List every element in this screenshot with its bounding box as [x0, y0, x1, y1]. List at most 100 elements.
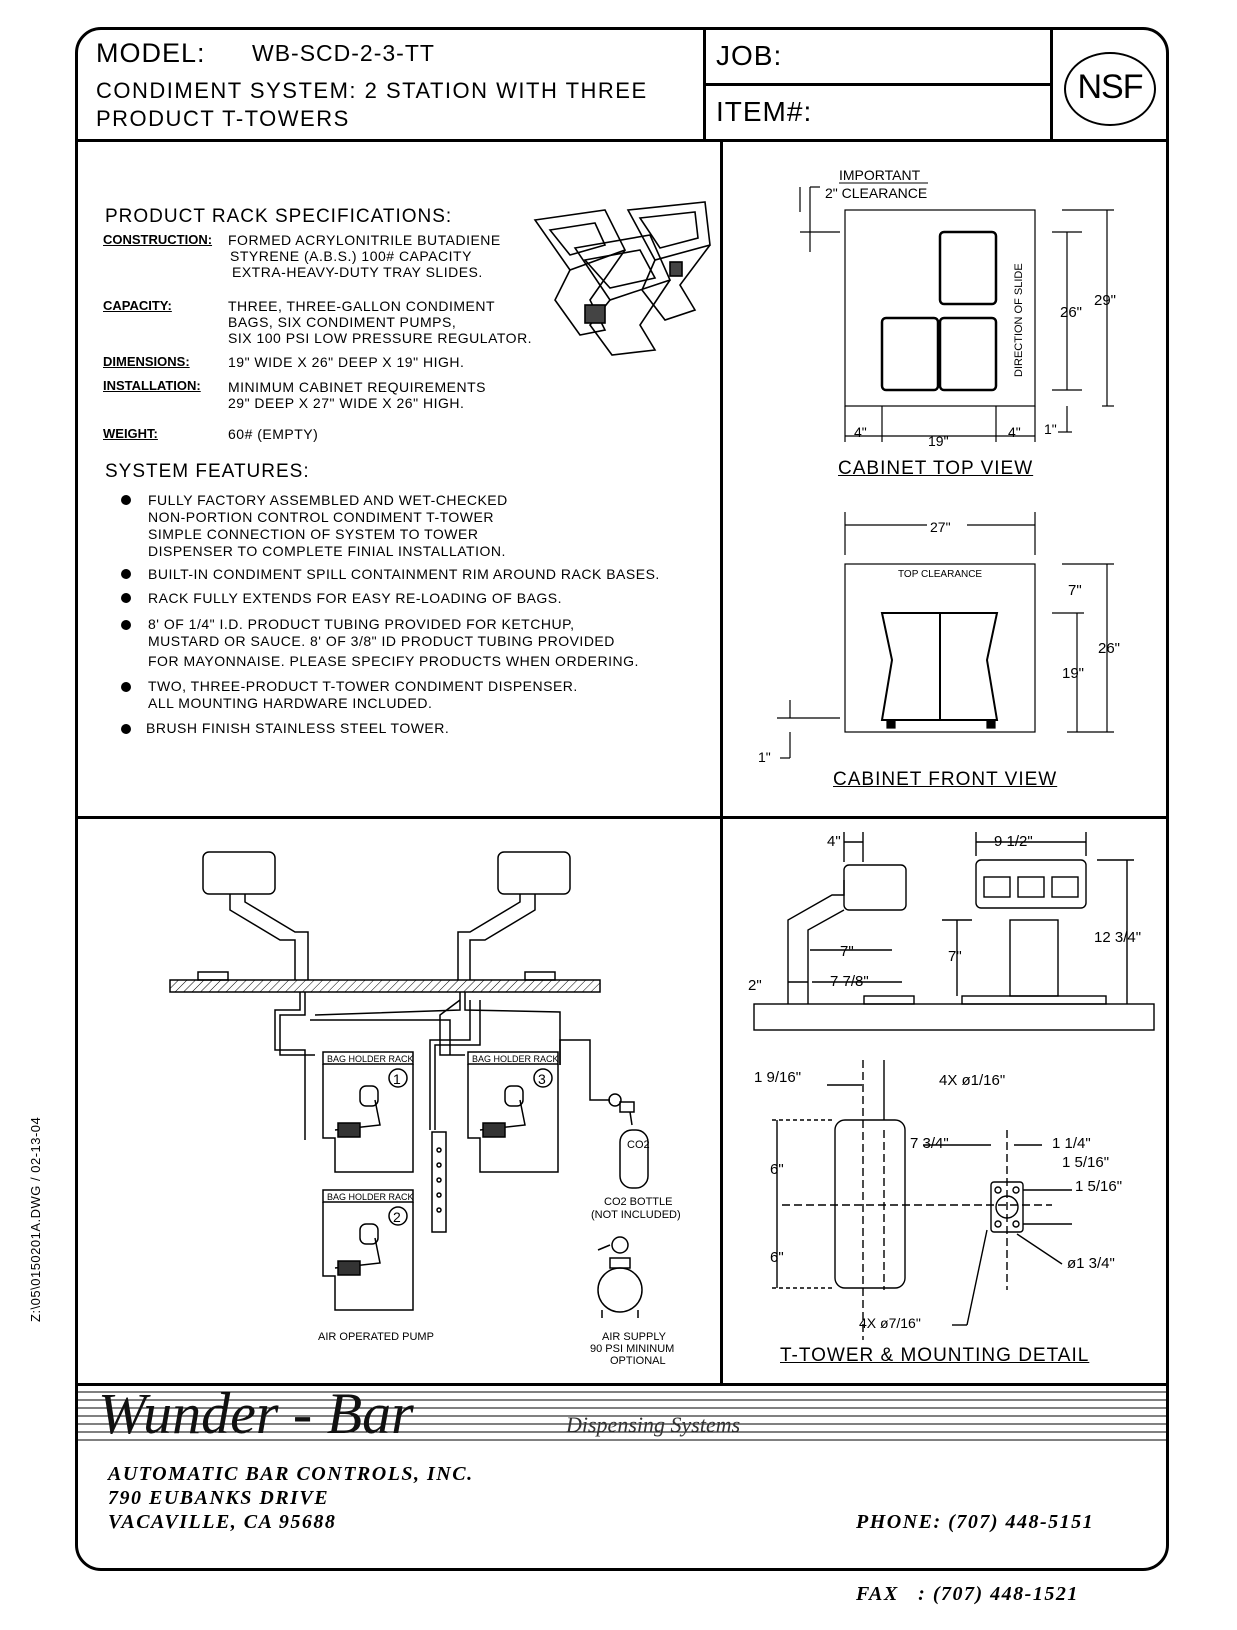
dim-dia-1-3-4: ø1 3/4" [1067, 1255, 1115, 1272]
spec-line: THREE, THREE-GALLON CONDIMENT [228, 298, 496, 314]
specs-heading: PRODUCT RACK SPECIFICATIONS: [105, 206, 453, 227]
file-reference: Z:\05\0150201A.DWG / 02-13-04 [28, 1116, 43, 1322]
feature-line: NON-PORTION CONTROL CONDIMENT T-TOWER [148, 509, 494, 525]
bullet-icon [121, 682, 131, 692]
dim-1-front: 1" [758, 749, 771, 765]
dim-9-1-2: 9 1/2" [994, 833, 1033, 850]
air-supply-label: AIR SUPPLY [602, 1331, 667, 1343]
spec-label-construction: CONSTRUCTION: [103, 232, 213, 247]
top-clearance-text: 2" CLEARANCE [825, 185, 927, 201]
t-tower-caption: T-TOWER & MOUNTING DETAIL [780, 1345, 1090, 1366]
street-address: 790 EUBANKS DRIVE [108, 1487, 330, 1509]
spec-capacity: THREE, THREE-GALLON CONDIMENT BAGS, SIX … [228, 298, 532, 346]
header-divider-v2 [1050, 27, 1053, 140]
rack-number-2: 2 [393, 1209, 401, 1225]
top-clearance-text: TOP CLEARANCE [898, 569, 982, 580]
rack-label: BAG HOLDER RACK [327, 1192, 414, 1202]
bullet-icon [121, 495, 131, 505]
rack-label: BAG HOLDER RACK [327, 1054, 414, 1064]
air-supply-psi: 90 PSI MININUM [590, 1343, 674, 1355]
cabinet-front-view-caption: CABINET FRONT VIEW [833, 769, 1058, 790]
spec-dimensions: 19" WIDE X 26" DEEP X 19" HIGH. [228, 354, 465, 370]
rack-number-3: 3 [538, 1071, 546, 1087]
dim-6-lower: 6" [770, 1249, 784, 1266]
features-heading: SYSTEM FEATURES: [105, 461, 310, 482]
title-line-1: CONDIMENT SYSTEM: 2 STATION WITH THREE [96, 78, 648, 103]
top-important-text: IMPORTANT [839, 167, 921, 183]
dim-7-7-8: 7 7/8" [830, 973, 869, 990]
nsf-logo-text: NSF [1077, 68, 1144, 106]
header-divider-job [703, 83, 1051, 86]
dim-7-front: 7" [948, 948, 962, 965]
feature-line: SIMPLE CONNECTION OF SYSTEM TO TOWER [148, 526, 479, 542]
spec-line: SIX 100 PSI LOW PRESSURE REGULATOR. [228, 330, 533, 346]
rack-number-1: 1 [393, 1071, 401, 1087]
spec-line: STYRENE (A.B.S.) 100# CAPACITY [230, 248, 472, 264]
t-tower-detail-drawing: 4" 9 1/2" 12 3/4" 7" 7" 2" 7 7/8" 1 9/16… [748, 832, 1155, 1340]
spec-weight: 60# (EMPTY) [228, 426, 319, 442]
footer-divider [75, 1383, 1169, 1386]
dim-2-tower: 2" [748, 977, 762, 994]
dim-7-3-4: 7 3/4" [910, 1135, 949, 1152]
drawing-frame [75, 27, 1169, 1571]
cabinet-top-view-drawing: IMPORTANT 2" CLEARANCE DIRECTION OF SLID… [799, 167, 1116, 449]
fax-number: FAX : (707) 448-1521 [856, 1583, 1079, 1605]
dim-26-top: 26" [1060, 304, 1082, 321]
job-label: JOB: [716, 40, 783, 71]
wunder-bar-logo: Wunder - Bar [98, 1381, 414, 1446]
dim-1-1-4: 1 1/4" [1052, 1135, 1091, 1152]
co2-tank-label: CO2 [627, 1139, 650, 1151]
holes-small-label: 4X ø1/16" [939, 1072, 1005, 1089]
nsf-logo: NSF [1064, 52, 1156, 126]
company-name: AUTOMATIC BAR CONTROLS, INC. [108, 1463, 474, 1485]
contact-block: PHONE: (707) 448-5151 FAX : (707) 448-15… [856, 1462, 1094, 1630]
feature-item: 8' OF 1/4" I.D. PRODUCT TUBING PROVIDED … [148, 616, 639, 672]
spec-label-installation: INSTALLATION: [103, 378, 201, 393]
dispensing-systems-text: Dispensing Systems [566, 1412, 741, 1437]
dim-1-top: 1" [1044, 421, 1057, 437]
feature-line: TWO, THREE-PRODUCT T-TOWER CONDIMENT DIS… [148, 678, 578, 694]
bullet-icon [121, 593, 131, 603]
air-pump-label: AIR OPERATED PUMP [318, 1331, 434, 1343]
rack-label: BAG HOLDER RACK [472, 1054, 559, 1064]
dim-1-5-16-b: 1 5/16" [1075, 1178, 1122, 1195]
air-supply-optional: OPTIONAL [610, 1355, 666, 1367]
spec-line: BAGS, SIX CONDIMENT PUMPS, [228, 314, 457, 330]
dim-19-front: 19" [1062, 665, 1084, 682]
spec-installation: MINIMUM CABINET REQUIREMENTS 29" DEEP X … [228, 379, 486, 411]
dim-4-tower: 4" [827, 833, 841, 850]
phone-number: PHONE: (707) 448-5151 [856, 1511, 1095, 1533]
cabinet-top-view-caption: CABINET TOP VIEW [838, 458, 1034, 479]
dim-1-5-16-a: 1 5/16" [1062, 1154, 1109, 1171]
cabinet-front-view-drawing: 27" TOP CLEARANCE 7" 26" 19" 1" [758, 512, 1120, 765]
spec-line: 29" DEEP X 27" WIDE X 26" HIGH. [228, 395, 465, 411]
spec-line: FORMED ACRYLONITRILE BUTADIENE [228, 232, 501, 248]
co2-not-included: (NOT INCLUDED) [591, 1209, 681, 1221]
spec-label-dimensions: DIMENSIONS: [103, 354, 190, 369]
item-label: ITEM#: [716, 96, 813, 127]
holes-large-label: 4X ø7/16" [859, 1315, 921, 1331]
model-value: WB-SCD-2-3-TT [252, 40, 435, 66]
feature-item: BUILT-IN CONDIMENT SPILL CONTAINMENT RIM… [148, 566, 660, 582]
dim-6-upper: 6" [770, 1161, 784, 1178]
spec-label-weight: WEIGHT: [103, 426, 158, 441]
address-block: AUTOMATIC BAR CONTROLS, INC. 790 EUBANKS… [108, 1462, 474, 1534]
co2-bottle-label: CO2 BOTTLE [604, 1196, 672, 1208]
dim-27-front: 27" [930, 519, 951, 535]
header-divider [75, 139, 1169, 142]
model-label: MODEL: [96, 38, 206, 68]
bullet-icon [121, 620, 131, 630]
dim-7-front: 7" [1068, 582, 1082, 599]
feature-item: FULLY FACTORY ASSEMBLED AND WET-CHECKED … [148, 492, 508, 560]
feature-line: 8' OF 1/4" I.D. PRODUCT TUBING PROVIDED … [148, 616, 575, 632]
body-divider-h [75, 816, 1169, 819]
feature-item: BRUSH FINISH STAINLESS STEEL TOWER. [146, 720, 450, 736]
dim-26-front: 26" [1098, 640, 1120, 657]
dim-4-left: 4" [854, 424, 867, 440]
feature-line: FOR MAYONNAISE. PLEASE SPECIFY PRODUCTS … [148, 653, 639, 669]
bullet-icon [121, 569, 131, 579]
feature-item: TWO, THREE-PRODUCT T-TOWER CONDIMENT DIS… [148, 678, 578, 712]
spec-line: EXTRA-HEAVY-DUTY TRAY SLIDES. [232, 264, 483, 280]
feature-line: ALL MOUNTING HARDWARE INCLUDED. [148, 695, 433, 711]
dim-7-side: 7" [840, 943, 854, 960]
